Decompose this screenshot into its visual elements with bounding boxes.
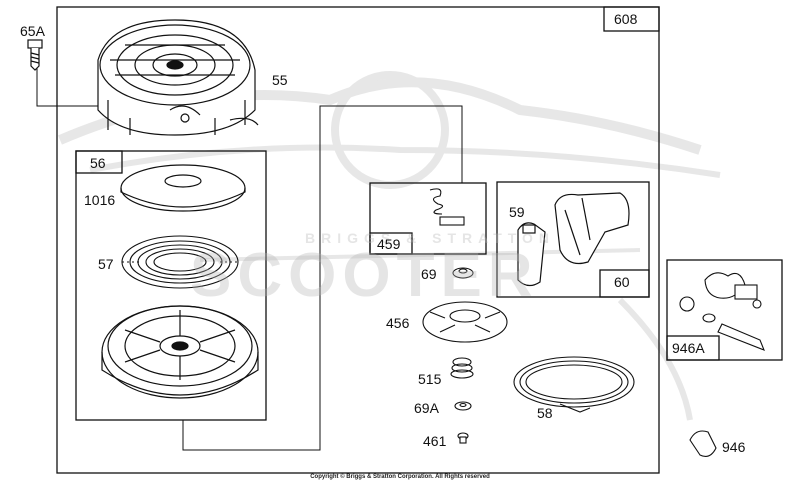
part-label-461: 461	[423, 433, 447, 449]
part-label-946: 946	[722, 439, 746, 455]
group-box-459-tag	[369, 232, 413, 255]
assembly-number: 608	[614, 11, 638, 27]
washer-69	[452, 267, 474, 279]
group-box-459	[369, 182, 487, 255]
watermark-brand-large: SCOOTER	[190, 241, 539, 310]
part-label-58: 58	[537, 405, 553, 421]
insert-59	[517, 222, 546, 287]
part-label-69: 69	[421, 266, 437, 282]
group-box-56	[75, 150, 267, 421]
spring-57	[121, 235, 239, 289]
screw-65a	[27, 39, 43, 71]
part-label-65a: 65A	[20, 23, 45, 39]
assembly-number-box	[603, 6, 660, 32]
part-label-55: 55	[272, 72, 288, 88]
group-box-56-tag	[75, 150, 123, 174]
part-label-1016: 1016	[84, 192, 116, 208]
starter-housing-55	[97, 19, 259, 136]
clip-946	[689, 430, 717, 457]
part-label-57: 57	[98, 256, 114, 272]
handle-60	[554, 192, 630, 265]
washer-69a	[454, 401, 472, 411]
part-label-60: 60	[614, 274, 630, 290]
part-label-459: 459	[377, 236, 401, 252]
pulley	[101, 305, 259, 399]
part-label-69a: 69A	[414, 400, 439, 416]
copyright-notice: Copyright © Briggs & Stratton Corporatio…	[310, 474, 490, 480]
plate-1016	[120, 164, 246, 212]
part-label-56: 56	[90, 155, 106, 171]
group-box-60	[496, 181, 650, 298]
screw-461	[457, 432, 469, 444]
group-box-946A	[666, 259, 783, 361]
assembly-frame	[56, 6, 660, 474]
retainer-456	[422, 301, 508, 343]
spring-515	[450, 357, 474, 379]
group-box-60-tag	[599, 269, 650, 298]
brake-assembly-946a	[679, 272, 765, 351]
spring-459	[429, 188, 465, 226]
watermark-brand-small: BRIGGS & STRATTON	[305, 230, 556, 246]
rope-58	[513, 356, 635, 413]
part-label-515: 515	[418, 371, 442, 387]
group-box-946A-tag	[666, 335, 720, 361]
part-label-946a: 946A	[672, 340, 705, 356]
part-label-59: 59	[509, 204, 525, 220]
part-label-456: 456	[386, 315, 410, 331]
